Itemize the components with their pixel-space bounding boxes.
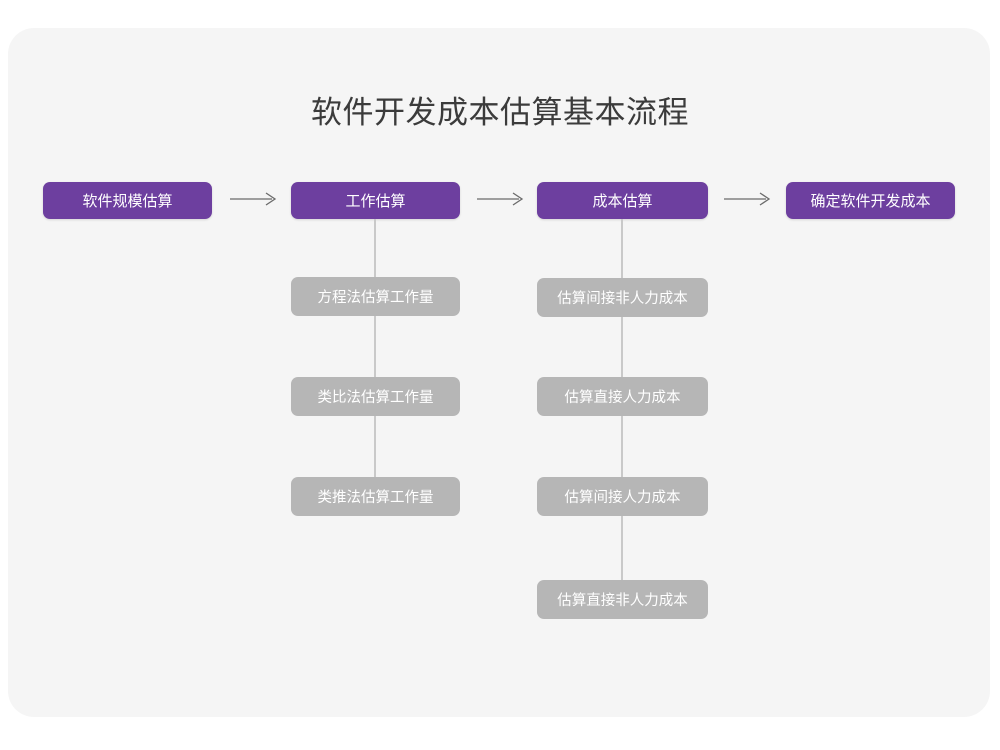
substep-node-col2-1[interactable]: 类比法估算工作量 (291, 377, 460, 416)
substep-label: 估算间接非人力成本 (557, 291, 688, 307)
connector-line-col2-1 (374, 316, 376, 377)
substep-label: 类推法估算工作量 (317, 490, 434, 506)
stage-node-4[interactable]: 确定软件开发成本 (786, 182, 955, 219)
right-arrow-icon-3 (724, 190, 774, 208)
diagram-card (8, 28, 990, 717)
substep-label: 类比法估算工作量 (317, 390, 434, 406)
substep-node-col3-2[interactable]: 估算间接人力成本 (537, 477, 708, 516)
substep-label: 方程法估算工作量 (317, 290, 434, 306)
right-arrow-icon-1 (230, 190, 280, 208)
substep-label: 估算直接人力成本 (564, 390, 681, 406)
connector-line-col2-0 (374, 219, 376, 277)
stage-node-1[interactable]: 软件规模估算 (43, 182, 212, 219)
substep-node-col3-1[interactable]: 估算直接人力成本 (537, 377, 708, 416)
substep-label: 估算间接人力成本 (564, 490, 681, 506)
substep-node-col2-0[interactable]: 方程法估算工作量 (291, 277, 460, 316)
right-arrow-icon-2 (477, 190, 527, 208)
connector-line-col3-2 (621, 416, 623, 477)
stage-node-2-label: 工作估算 (345, 193, 406, 210)
stage-node-4-label: 确定软件开发成本 (810, 193, 931, 210)
stage-node-3[interactable]: 成本估算 (537, 182, 708, 219)
substep-label: 估算直接非人力成本 (557, 593, 688, 609)
stage-node-3-label: 成本估算 (592, 193, 653, 210)
page-title: 软件开发成本估算基本流程 (311, 95, 689, 130)
connector-line-col3-0 (621, 219, 623, 278)
stage-node-2[interactable]: 工作估算 (291, 182, 460, 219)
substep-node-col3-3[interactable]: 估算直接非人力成本 (537, 580, 708, 619)
connector-line-col2-2 (374, 416, 376, 477)
connector-line-col3-1 (621, 317, 623, 377)
substep-node-col2-2[interactable]: 类推法估算工作量 (291, 477, 460, 516)
connector-line-col3-3 (621, 516, 623, 580)
stage-node-1-label: 软件规模估算 (82, 193, 173, 210)
substep-node-col3-0[interactable]: 估算间接非人力成本 (537, 278, 708, 317)
